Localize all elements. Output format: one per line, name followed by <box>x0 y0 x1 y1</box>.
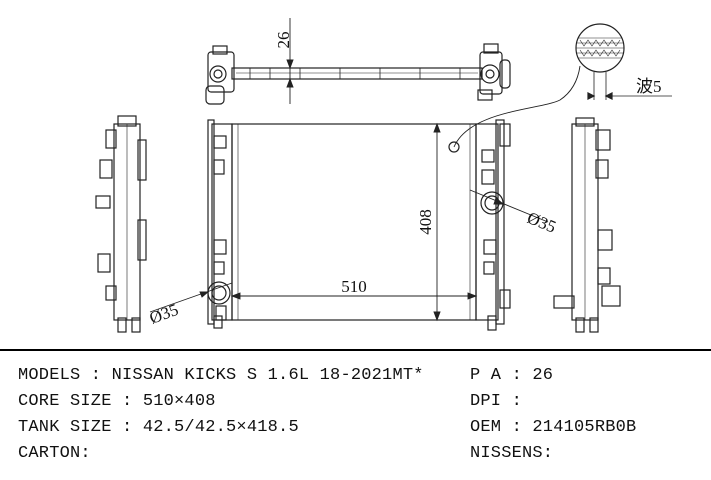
radiator-technical-drawing: 26 波5 408 510 Ø35 Ø35 <box>95 18 672 333</box>
height-dimension <box>433 122 441 322</box>
right-side-view <box>553 117 621 333</box>
models-spec: MODELS : NISSAN KICKS S 1.6L 18-2021MT* <box>18 366 424 385</box>
pipe-right-label: Ø35 <box>525 208 559 237</box>
pa-spec: P A : 26 <box>470 366 554 385</box>
left-side-view <box>95 115 147 333</box>
thickness-label: 26 <box>274 32 293 49</box>
core-width-label: 510 <box>341 277 367 296</box>
oem-spec: OEM : 214105RB0B <box>470 418 637 437</box>
top-view <box>205 43 511 105</box>
core-height-label: 408 <box>416 209 435 235</box>
front-view <box>207 119 511 331</box>
nissens-spec: NISSENS: <box>470 444 554 463</box>
fin-pitch-label: 波5 <box>636 77 662 96</box>
core-size-spec: CORE SIZE : 510×408 <box>18 392 216 411</box>
separator-line <box>0 349 711 351</box>
tank-size-spec: TANK SIZE : 42.5/42.5×418.5 <box>18 418 299 437</box>
carton-spec: CARTON: <box>18 444 91 463</box>
pipe-left-leader <box>149 282 233 313</box>
pipe-left-label: Ø35 <box>147 300 181 328</box>
pipe-right-leader <box>469 189 549 223</box>
width-dimension <box>230 292 478 300</box>
dpi-spec: DPI : <box>470 392 523 411</box>
fin-detail-callout <box>453 23 672 148</box>
thickness-dimension <box>284 18 296 104</box>
